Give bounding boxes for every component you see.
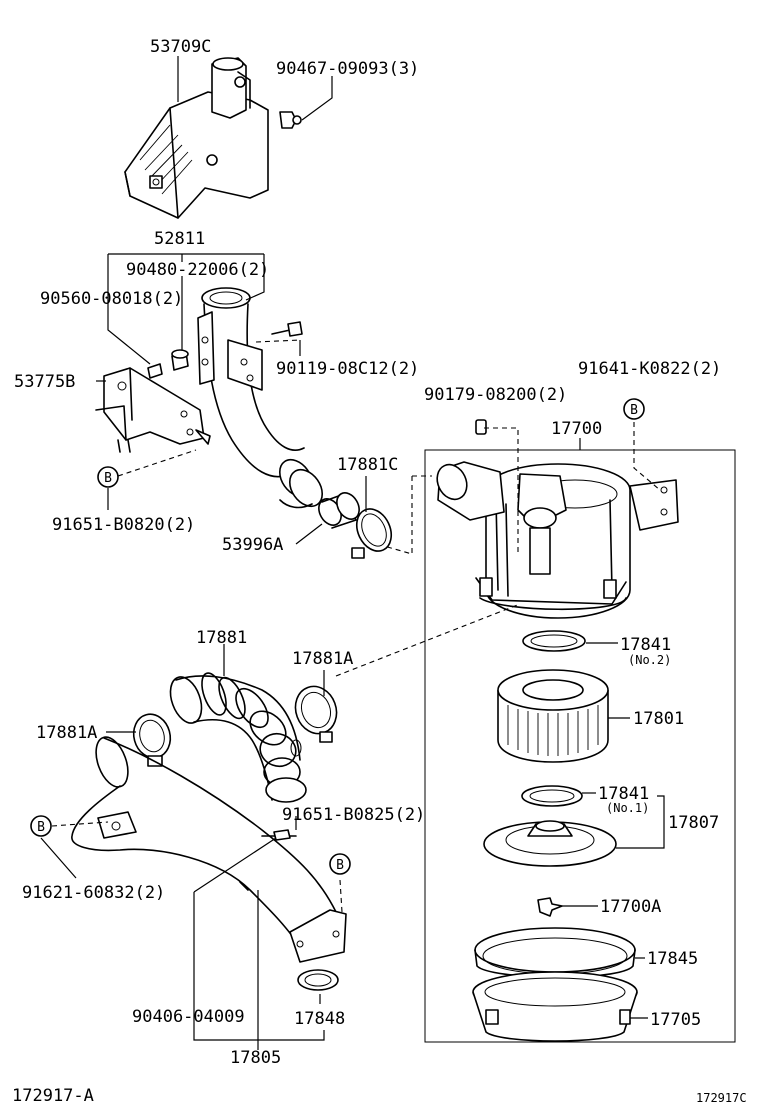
label-17845: 17845 [647, 949, 698, 969]
label-17881: 17881 [196, 628, 247, 648]
label-90179: 90179-08200(2) [424, 385, 567, 405]
marker-b-91651b0820: B [97, 466, 119, 488]
dashed-connectors [51, 339, 661, 913]
hose-17881-drawing [169, 672, 307, 803]
shroud-53709c-drawing [124, 57, 269, 219]
label-ref-right: 172917C [696, 1091, 747, 1105]
clamp-17881a-left-drawing [132, 713, 172, 767]
label-17807: 17807 [668, 813, 719, 833]
label-17848: 17848 [294, 1009, 345, 1029]
clamp-17881c-drawing [351, 508, 393, 559]
label-90406: 90406-04009 [132, 1007, 245, 1027]
label-17801: 17801 [633, 709, 684, 729]
bracket-53775b-drawing [95, 367, 211, 453]
svg-text:B: B [630, 403, 638, 418]
clip-90179-drawing [475, 419, 487, 435]
clamp-17881a-right-drawing [294, 685, 338, 743]
label-ref-left: 172917-A [12, 1086, 94, 1106]
label-91621: 91621-60832(2) [22, 883, 165, 903]
label-52811: 52811 [154, 229, 205, 249]
bolt-90467-drawing [279, 111, 302, 129]
svg-text:B: B [336, 858, 344, 873]
sub-labels: (No.2) (No.1) 172917C [606, 653, 747, 1105]
gasket-17848-drawing [297, 969, 339, 991]
label-17705: 17705 [650, 1010, 701, 1030]
label-91651b0825: 91651-B0825(2) [282, 805, 425, 825]
label-no1: (No.1) [606, 801, 649, 815]
label-17841-no1: 17841 [598, 784, 649, 804]
label-17881c: 17881C [337, 455, 398, 475]
marker-b-91621: B [30, 815, 52, 837]
element-17801-drawing [497, 669, 609, 763]
label-90467: 90467-09093(3) [276, 59, 419, 79]
band-17845-drawing [474, 927, 636, 979]
marker-b-91641: B [623, 398, 645, 420]
pipe-52811-drawing [197, 287, 324, 509]
label-53709c: 53709C [150, 37, 211, 57]
label-90560: 90560-08018(2) [40, 289, 183, 309]
svg-text:B: B [37, 820, 45, 835]
svg-text:B: B [104, 471, 112, 486]
label-91651b0820: 91651-B0820(2) [52, 515, 195, 535]
label-17841-no2: 17841 [620, 635, 671, 655]
grommets-drawing [147, 349, 189, 379]
label-17881a-left: 17881A [36, 723, 97, 743]
leader-lines [40, 56, 665, 1050]
marker-b-91651b0825: B [329, 853, 351, 875]
label-53775b: 53775B [14, 372, 75, 392]
part-labels: 53709C 90467-09093(3) 52811 90480-22006(… [12, 37, 721, 1106]
wingnut-17700a-drawing [537, 897, 563, 917]
gasket-17841-no1-drawing [521, 785, 583, 807]
duct-17805-drawing [71, 736, 347, 963]
hose-53996a-drawing [318, 492, 360, 529]
label-53996a: 53996A [222, 535, 283, 555]
cup-17705-drawing [472, 971, 638, 1042]
label-90119: 90119-08C12(2) [276, 359, 419, 379]
label-17700: 17700 [551, 419, 602, 439]
label-no2: (No.2) [628, 653, 671, 667]
label-17881a-right: 17881A [292, 649, 353, 669]
clip-91651b0825-drawing [273, 829, 291, 841]
cap-17807-drawing [483, 820, 617, 867]
air-cleaner-housing-drawing [436, 461, 679, 619]
label-90480: 90480-22006(2) [126, 260, 269, 280]
label-17805: 17805 [230, 1048, 281, 1068]
label-17700a: 17700A [600, 897, 661, 917]
label-91641: 91641-K0822(2) [578, 359, 721, 379]
gasket-17841-no2-drawing [522, 630, 586, 652]
bolt-90119-drawing [271, 321, 303, 337]
